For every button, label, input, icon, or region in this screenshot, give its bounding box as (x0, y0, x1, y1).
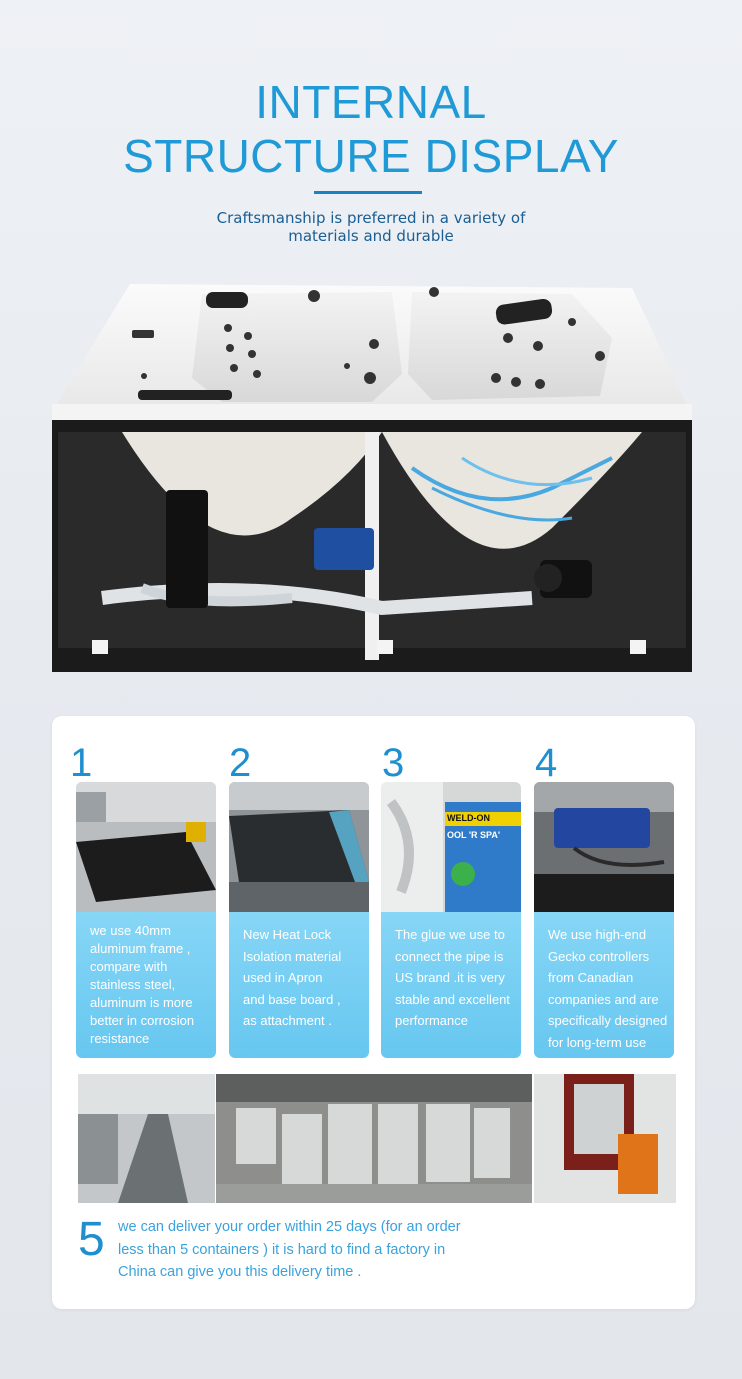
page-title-line-2: STRUCTURE DISPLAY (123, 130, 619, 182)
glue-photo (381, 782, 521, 912)
page-title-line-1: INTERNAL (255, 76, 487, 128)
production-line-photo (78, 1074, 215, 1203)
glue-can-brand: WELD-ON (447, 813, 490, 823)
feature-2-description: New Heat Lock Isolation material used in… (229, 912, 369, 1058)
warehouse-stock-photo (216, 1074, 532, 1203)
feature-4-number: 4 (535, 741, 558, 785)
isolation-material-photo (229, 782, 369, 912)
title-underline (314, 191, 422, 194)
feature-2-number: 2 (229, 741, 252, 785)
container-loading-photo (534, 1074, 676, 1203)
delivery-description: we can deliver your order within 25 days… (118, 1219, 461, 1280)
feature-4-description: We use high-end Gecko controllers from C… (534, 912, 674, 1058)
feature-5-number: 5 (78, 1213, 105, 1266)
gecko-controller-photo (534, 782, 674, 912)
feature-3-number: 3 (382, 741, 405, 785)
subtitle-line-1: Craftsmanship is preferred in a variety … (216, 209, 526, 227)
hot-tub-cutaway-image (52, 284, 692, 672)
feature-1-number: 1 (70, 741, 93, 785)
glue-can-product: OOL 'R SPA' (447, 830, 500, 840)
feature-3-description: The glue we use to connect the pipe is U… (381, 912, 521, 1058)
glue-can-label: WELD-ON OOL 'R SPA' (447, 813, 517, 841)
aluminum-frame-photo (76, 782, 216, 912)
subtitle-line-2: materials and durable (288, 227, 454, 245)
feature-1-description: we use 40mm aluminum frame , compare wit… (76, 912, 216, 1058)
